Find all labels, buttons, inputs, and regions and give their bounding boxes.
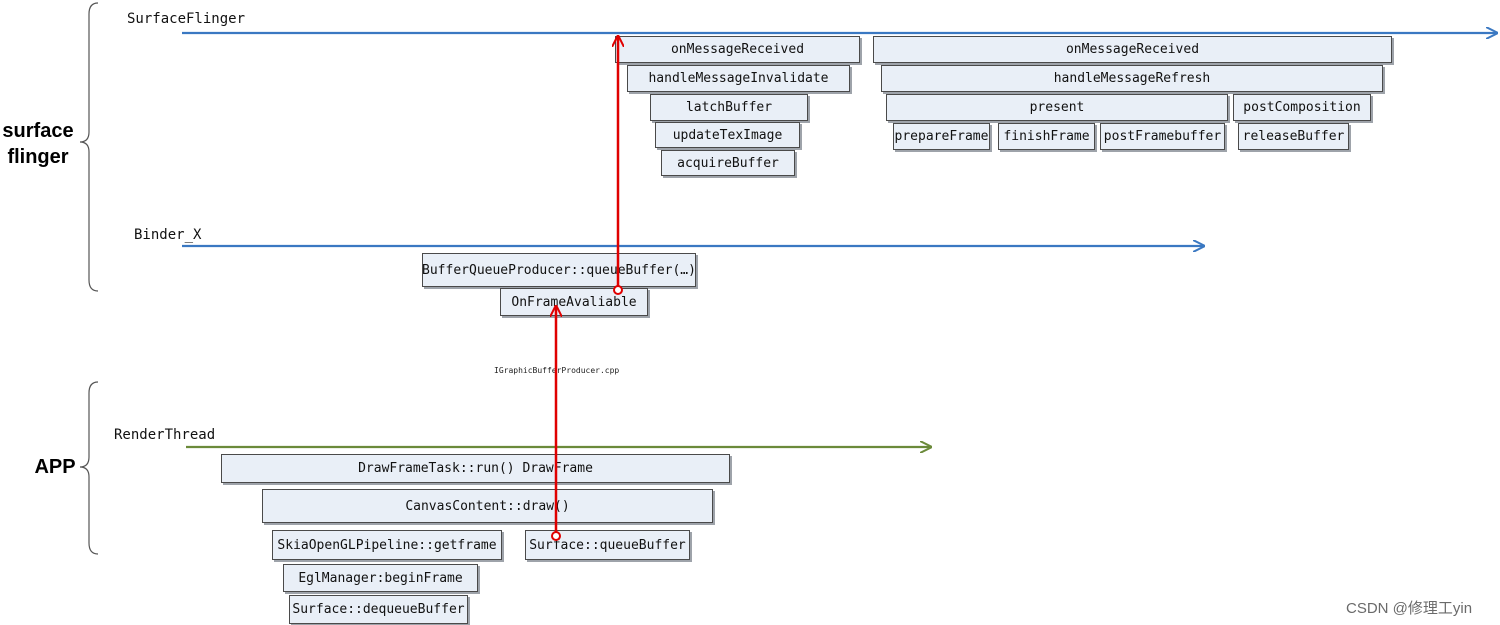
box-present: present: [886, 94, 1228, 121]
group-label-surface-flinger: surface flinger: [0, 118, 76, 170]
surface-flinger-brace: [79, 2, 99, 292]
call-arrow-origin-surface-queue: [551, 531, 561, 541]
box-update-tex-image: updateTexImage: [655, 122, 800, 148]
box-prepare-frame: prepareFrame: [893, 123, 990, 150]
box-handle-message-invalidate: handleMessageInvalidate: [627, 65, 850, 92]
thread-label-renderthread: RenderThread: [114, 427, 216, 443]
box-buffer-queue-producer-queue-buffer: BufferQueueProducer::queueBuffer(…): [422, 253, 696, 287]
box-post-framebuffer: postFramebuffer: [1100, 123, 1225, 150]
group-label-app: APP: [34, 456, 76, 478]
box-skia-opengl-pipeline-getframe: SkiaOpenGLPipeline::getframe: [272, 530, 502, 560]
box-latch-buffer: latchBuffer: [650, 94, 808, 121]
box-acquire-buffer: acquireBuffer: [661, 150, 795, 176]
box-on-message-received-refresh: onMessageReceived: [873, 36, 1392, 63]
box-canvas-content-draw: CanvasContent::draw(): [262, 489, 713, 523]
csdn-watermark: CSDN @修理工yin: [1346, 600, 1473, 617]
box-egl-manager-begin-frame: EglManager:beginFrame: [283, 564, 478, 592]
box-on-frame-avaliable: OnFrameAvaliable: [500, 288, 648, 316]
box-release-buffer: releaseBuffer: [1238, 123, 1349, 150]
box-on-message-received-invalidate: onMessageReceived: [615, 36, 860, 63]
call-arrow-origin-queue-buffer: [613, 285, 623, 295]
group-label-flinger-line: flinger: [7, 146, 69, 168]
group-label-surface-line: surface: [2, 120, 74, 142]
box-surface-dequeue-buffer: Surface::dequeueBuffer: [289, 595, 468, 624]
thread-label-binder: Binder_X: [134, 227, 202, 243]
app-brace: [79, 381, 99, 555]
box-handle-message-refresh: handleMessageRefresh: [881, 65, 1383, 92]
box-draw-frame-task-run: DrawFrameTask::run() DrawFrame: [221, 454, 730, 483]
box-post-composition: postComposition: [1233, 94, 1371, 121]
thread-label-surfaceflinger: SurfaceFlinger: [127, 11, 246, 27]
box-finish-frame: finishFrame: [998, 123, 1095, 150]
